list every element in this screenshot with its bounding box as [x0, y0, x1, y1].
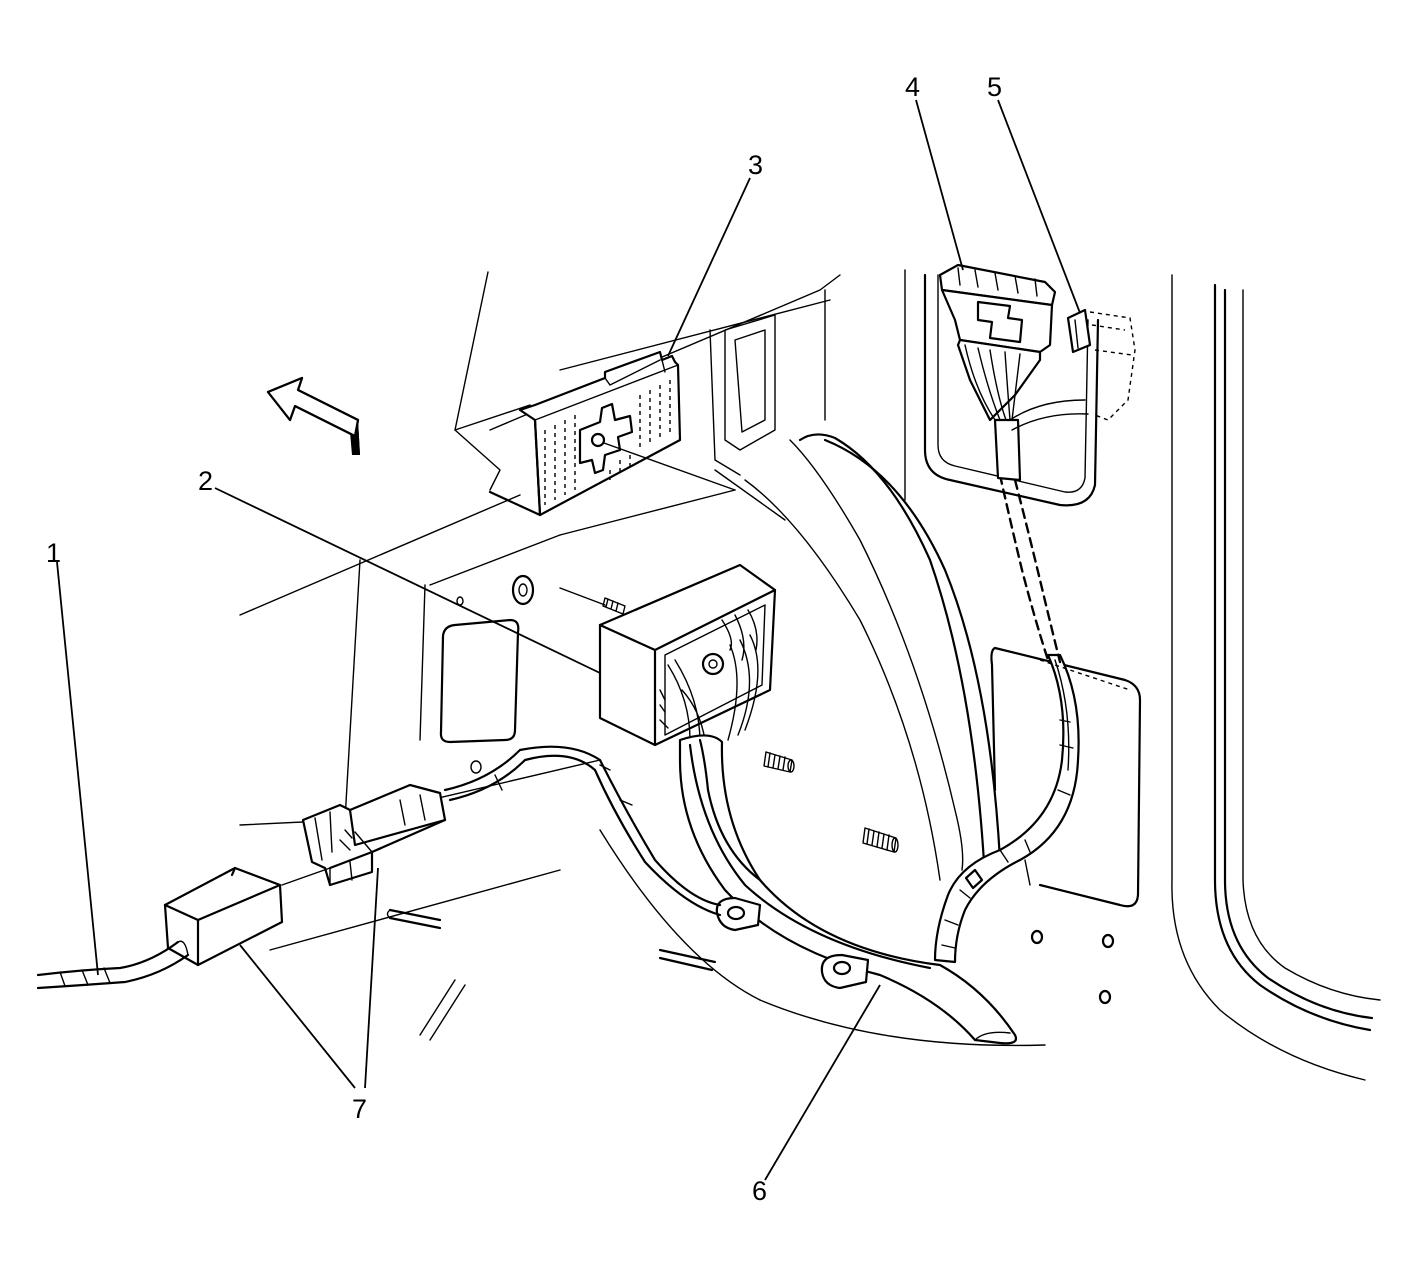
hidden-wire-path-a: [998, 473, 1050, 662]
body-panel-structure: [239, 269, 1381, 1081]
callout-1: 1: [46, 538, 61, 568]
callout-6: 6: [752, 1176, 767, 1206]
callout-5: 5: [987, 72, 1002, 102]
connector-7-male: [163, 866, 331, 967]
leader-lines: [56, 99, 1081, 1181]
callout-4: 4: [905, 72, 920, 102]
mounting-bracket-3: [488, 350, 736, 517]
hidden-wire-path-b: [1013, 478, 1062, 664]
wire-lead-1: [36, 940, 190, 990]
connector-4: [938, 263, 1089, 482]
callout-7: 7: [352, 1094, 367, 1124]
callout-2: 2: [198, 466, 213, 496]
wiring-harness-6: [443, 653, 1080, 1045]
stud-lower: [862, 827, 899, 853]
callout-3: 3: [748, 150, 763, 180]
junction-block-2: [559, 563, 777, 747]
connector-5: [1066, 308, 1136, 421]
forward-arrow-icon: [266, 376, 360, 455]
connector-7-female: [301, 783, 447, 887]
callout-labels: 1 2 3 4 5 6 7: [46, 72, 1002, 1206]
stud-upper: [763, 751, 795, 773]
